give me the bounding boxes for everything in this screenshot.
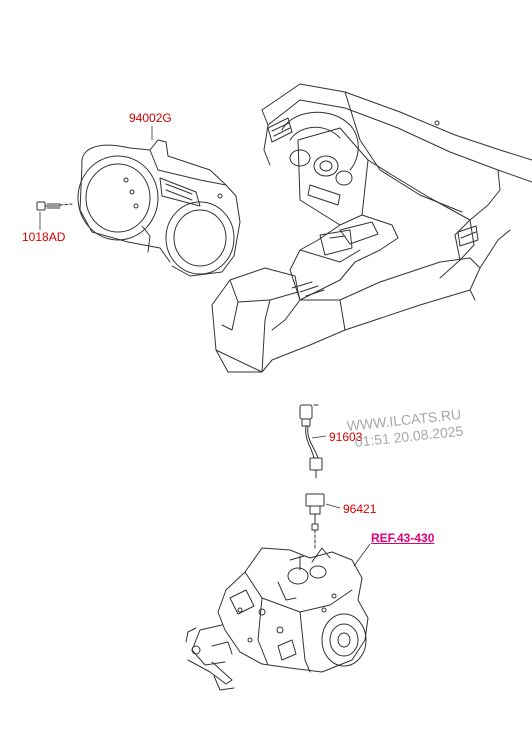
part-label-1018ad[interactable]: 1018AD <box>22 230 66 244</box>
instrument-cluster-illustration <box>77 139 241 277</box>
transmission-illustration <box>185 547 369 691</box>
reference-link-43-430[interactable]: REF.43-430 <box>371 531 435 545</box>
part-label-96421[interactable]: 96421 <box>343 502 377 516</box>
part-label-94002g[interactable]: 94002G <box>129 111 172 125</box>
leader-switch <box>325 503 341 509</box>
switch-illustration <box>305 493 325 551</box>
dashboard-illustration <box>211 83 532 373</box>
leader-ref <box>353 543 371 567</box>
leader-lines <box>39 126 371 567</box>
part-label-91603[interactable]: 91603 <box>329 430 363 444</box>
screw-illustration <box>36 201 73 211</box>
leader-sensor <box>311 435 327 439</box>
speed-sensor-harness-illustration <box>299 404 323 479</box>
